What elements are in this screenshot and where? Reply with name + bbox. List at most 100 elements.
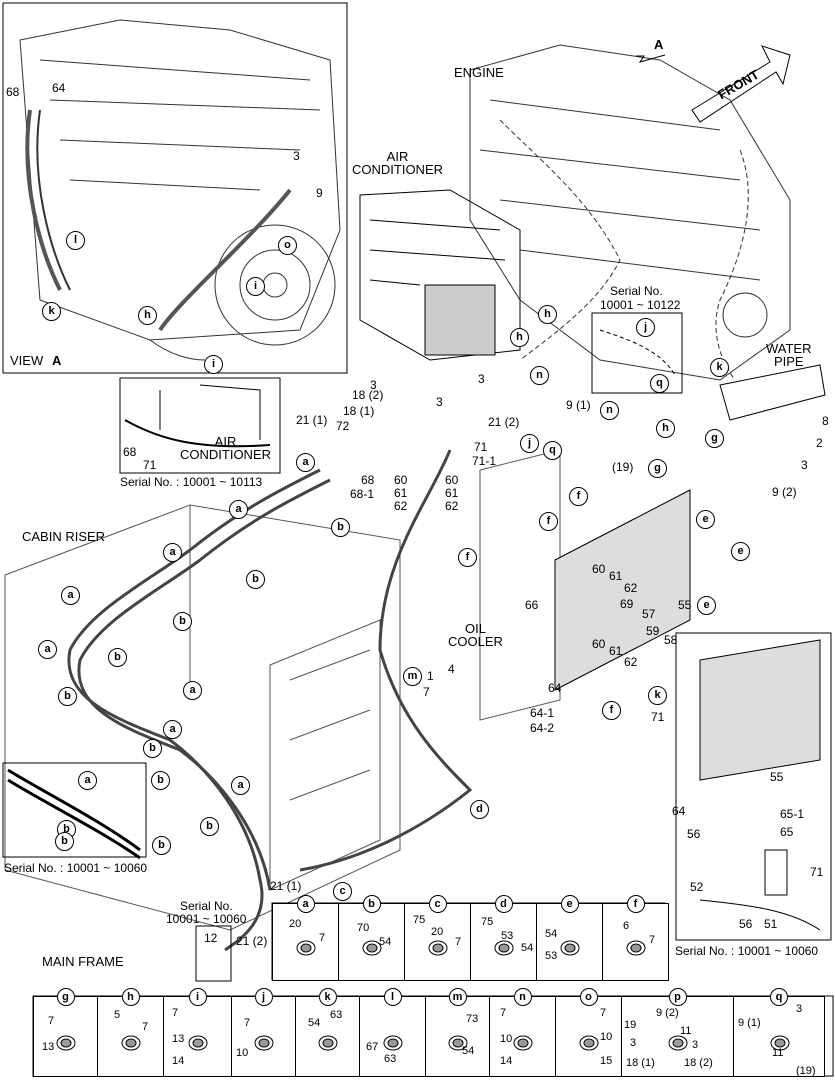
callout-k-2: k bbox=[648, 686, 667, 705]
legend-key-h: h bbox=[121, 988, 140, 1006]
part-4: 4 bbox=[448, 662, 455, 676]
condenser-inset-frame bbox=[675, 632, 832, 941]
view-a-callout-o: o bbox=[278, 236, 297, 255]
part-3b: 3 bbox=[436, 395, 443, 409]
view-a-letter: A bbox=[52, 353, 62, 368]
part-60: 60 bbox=[394, 473, 408, 487]
callout-h-2: h bbox=[656, 419, 675, 438]
view-a-part-9: 9 bbox=[316, 186, 323, 200]
part-69: 69 bbox=[620, 597, 634, 611]
hose-bundle bbox=[67, 449, 473, 952]
view-a-frame bbox=[2, 2, 348, 374]
legend-key-g: g bbox=[56, 988, 75, 1006]
cabin-riser-title: CABIN RISER bbox=[22, 529, 106, 544]
legend-k-part-1: 63 bbox=[330, 1009, 343, 1021]
view-a-callout-h: h bbox=[138, 306, 157, 325]
callout-a-6: a bbox=[183, 681, 202, 700]
serial-p-inset-frame bbox=[591, 312, 683, 394]
part-62c: 62 bbox=[624, 581, 638, 595]
part-71b: 71 bbox=[651, 710, 665, 724]
part-21-1: 21 (1) bbox=[296, 413, 328, 427]
callout-b-2: b bbox=[246, 570, 265, 589]
view-a-callout-i: i bbox=[246, 277, 265, 296]
part-62d: 62 bbox=[624, 655, 638, 669]
cond-64: 64 bbox=[672, 804, 686, 818]
legend-key-p: p bbox=[668, 988, 687, 1006]
view-a-part-68: 68 bbox=[6, 85, 20, 99]
cond-71: 71 bbox=[810, 865, 824, 879]
legend-i-part-0: 7 bbox=[172, 1007, 179, 1019]
legend-m-part-1: 54 bbox=[462, 1045, 475, 1057]
callout-b-5: b bbox=[58, 687, 77, 706]
callout-b-1: b bbox=[331, 518, 350, 537]
callout-n-2: n bbox=[600, 401, 619, 420]
legend-c-part-2: 7 bbox=[455, 936, 462, 948]
legend-e-part-1: 53 bbox=[545, 950, 558, 962]
view-a-part-64: 64 bbox=[52, 81, 66, 95]
serial-item12-title: Serial No. bbox=[180, 899, 233, 913]
callout-a-7: a bbox=[163, 720, 182, 739]
callout-f-2: f bbox=[539, 512, 558, 531]
clamp-d-icon bbox=[494, 940, 514, 956]
clamp-k-icon bbox=[318, 1035, 338, 1050]
part-62b: 62 bbox=[445, 499, 459, 513]
clamp-g-icon bbox=[56, 1035, 76, 1050]
callout-j-inset: j bbox=[636, 318, 655, 337]
serial-ac-inset: Serial No. : 10001 ~ 10113 bbox=[120, 475, 263, 489]
legend-f-part-1: 7 bbox=[649, 934, 656, 946]
part-64-1: 64-1 bbox=[530, 706, 555, 720]
part-61c: 61 bbox=[609, 569, 623, 583]
arrow-a-shape bbox=[636, 54, 666, 63]
legend-h-part-0: 5 bbox=[114, 1009, 121, 1021]
legend-key-f: f bbox=[626, 895, 645, 913]
callout-b-8: b bbox=[152, 836, 171, 855]
part-62a: 62 bbox=[394, 499, 408, 513]
callout-m: m bbox=[403, 667, 422, 686]
callout-b-9: b bbox=[200, 817, 219, 836]
part-68: 68 bbox=[361, 473, 375, 487]
part-60b: 60 bbox=[445, 473, 459, 487]
legend-c-part-0: 75 bbox=[413, 914, 426, 926]
callout-a-5: a bbox=[38, 640, 57, 659]
part-68-inset: 68 bbox=[123, 445, 137, 459]
part-9-2: 9 (2) bbox=[772, 485, 797, 499]
cond-56: 56 bbox=[687, 827, 701, 841]
callout-a-3: a bbox=[163, 543, 182, 562]
part-59: 59 bbox=[646, 624, 660, 638]
legend-key-i: i bbox=[188, 988, 207, 1006]
part-18-1: 18 (1) bbox=[343, 404, 375, 418]
cond-51: 51 bbox=[764, 917, 778, 931]
serial-item12-range: 10001 ~ 10060 bbox=[166, 912, 247, 926]
part-2: 2 bbox=[816, 436, 823, 450]
callout-c: c bbox=[333, 882, 352, 901]
serial-p-title: Serial No. bbox=[610, 284, 663, 298]
part-61d: 61 bbox=[609, 644, 623, 658]
legend-q-part-3: (19) bbox=[796, 1065, 816, 1077]
view-a-part-3: 3 bbox=[293, 149, 300, 163]
legend-p-part-6: 18 (2) bbox=[684, 1057, 713, 1069]
legend-key-c: c bbox=[428, 895, 447, 913]
legend-o-part-1: 10 bbox=[600, 1031, 613, 1043]
view-a-callout-k: k bbox=[42, 302, 61, 321]
cabin-inset-frame bbox=[2, 762, 147, 858]
part-1: 1 bbox=[427, 669, 434, 683]
part-57: 57 bbox=[642, 607, 656, 621]
callout-e-1: e bbox=[696, 510, 715, 529]
clamp-h-icon bbox=[121, 1035, 141, 1050]
callout-a-1: a bbox=[296, 453, 315, 472]
part-71-inset: 71 bbox=[143, 458, 157, 472]
callout-f-1: f bbox=[569, 487, 588, 506]
part-18-2: 18 (2) bbox=[352, 388, 384, 402]
callout-b-3: b bbox=[173, 612, 192, 631]
callout-g-1: g bbox=[705, 429, 724, 448]
legend-n-part-1: 10 bbox=[500, 1033, 513, 1045]
part-60c: 60 bbox=[592, 562, 606, 576]
